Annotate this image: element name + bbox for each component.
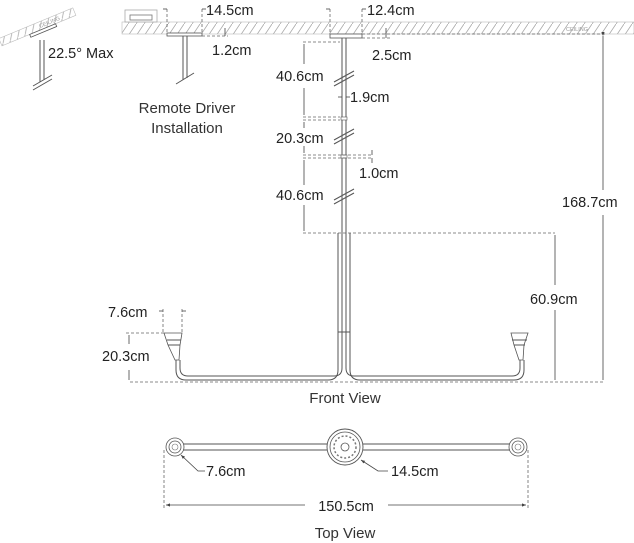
top-view-fixture — [165, 428, 528, 466]
remote-driver-caption-2: Installation — [151, 120, 223, 137]
stem-segment-2-label: 20.3cm — [276, 131, 324, 147]
top-view-caption: Top View — [315, 525, 376, 542]
left-shade — [163, 332, 183, 361]
right-shade — [510, 332, 529, 361]
overall-height-label: 168.7cm — [562, 195, 618, 211]
driver-canopy — [166, 32, 203, 85]
main-canopy — [329, 33, 363, 39]
ceiling-label: CEILING — [566, 27, 588, 33]
stem-diameter-label: 1.9cm — [350, 90, 390, 106]
top-shade-diameter-label: 7.6cm — [206, 464, 246, 480]
fixture-arms — [175, 233, 525, 381]
stem-segment-3-label: 40.6cm — [276, 188, 324, 204]
remote-driver-box — [124, 9, 158, 23]
coupler-height-label: 1.0cm — [359, 166, 399, 182]
fixture-height-label: 60.9cm — [530, 292, 578, 308]
remote-driver-caption-1: Remote Driver — [139, 100, 236, 117]
top-canopy-diameter-label: 14.5cm — [391, 464, 439, 480]
slope-angle-label: 22.5° Max — [48, 46, 114, 62]
canopy-width-label: 12.4cm — [367, 3, 415, 19]
driver-canopy-width-label: 14.5cm — [206, 3, 254, 19]
shade-width-label: 7.6cm — [108, 305, 148, 321]
shade-height-label: 20.3cm — [102, 349, 150, 365]
overall-width-label: 150.5cm — [318, 499, 374, 515]
sloped-ceiling-detail: CEILING — [0, 7, 77, 47]
sloped-stem — [32, 40, 53, 91]
stem-segment-1-label: 40.6cm — [276, 69, 324, 85]
front-view-caption: Front View — [309, 390, 381, 407]
driver-canopy-height-label: 1.2cm — [212, 43, 252, 59]
canopy-height-label: 2.5cm — [372, 48, 412, 64]
ceiling — [121, 21, 634, 35]
stem — [333, 38, 355, 233]
